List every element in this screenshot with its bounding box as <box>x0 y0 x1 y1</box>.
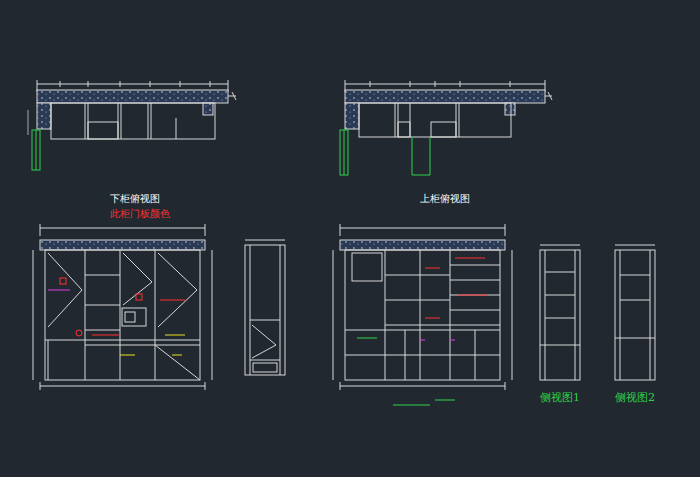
view-title: 侧视图2 <box>615 392 655 404</box>
color-note: 此柜门板颜色 <box>110 208 170 219</box>
view-title: 下柜俯视图 <box>110 193 160 204</box>
view-title: 侧视图1 <box>540 392 580 404</box>
view-title: 上柜俯视图 <box>420 193 470 204</box>
